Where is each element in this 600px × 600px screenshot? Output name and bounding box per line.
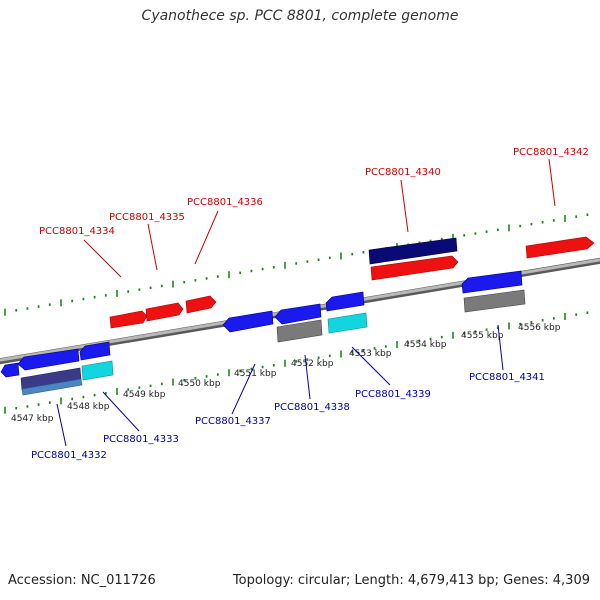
gene-arrow-pcc8801-4338[interactable] [274, 303, 322, 325]
scale-labels: 4547 kbp 4548 kbp 4549 kbp 4550 kbp 4551… [11, 323, 561, 424]
scale-label: 4547 kbp [11, 414, 54, 424]
scale-label: 4555 kbp [461, 331, 504, 341]
gene-arrow-pcc8801-4337[interactable] [222, 310, 274, 333]
scale-label: 4549 kbp [123, 390, 166, 400]
gene-arrow-pcc8801-4334[interactable] [109, 310, 148, 329]
leader-pcc8801-4337 [231, 363, 256, 415]
genome-summary-text: Topology: circular; Length: 4,679,413 bp… [232, 573, 590, 588]
map-title: Cyanothece sp. PCC 8801, complete genome [141, 8, 459, 24]
reverse-genes [0, 270, 526, 396]
gene-label-pcc8801-4341[interactable]: PCC8801_4341 [469, 372, 545, 383]
gene-box-pcc8801-4339-cyan[interactable] [327, 312, 368, 334]
gene-arrow-pcc8801-4336[interactable] [185, 295, 217, 314]
scale-label: 4552 kbp [291, 359, 334, 369]
gene-box-pcc8801-4333-cyan[interactable] [81, 360, 114, 381]
gene-label-pcc8801-4342[interactable]: PCC8801_4342 [513, 147, 589, 158]
scale-label: 4554 kbp [404, 340, 447, 350]
gene-arrow-pcc8801-4335[interactable] [145, 302, 184, 322]
reverse-tick-ruler [4, 311, 589, 414]
forward-genes [109, 236, 595, 329]
accession-text: Accession: NC_011726 [8, 573, 156, 588]
gene-arrow-pcc8801-4342[interactable] [525, 236, 595, 259]
leader-pcc8801-4338 [304, 354, 311, 400]
gene-label-pcc8801-4334[interactable]: PCC8801_4334 [39, 226, 115, 237]
gene-arrow-pcc8801-4340[interactable] [370, 255, 459, 281]
forward-gene-labels: PCC8801_4334 PCC8801_4335 PCC8801_4336 P… [39, 147, 589, 237]
leader-pcc8801-4332 [56, 403, 67, 447]
gene-label-pcc8801-4333[interactable]: PCC8801_4333 [103, 434, 179, 445]
gene-arrow-small-left[interactable] [0, 362, 20, 378]
gene-box-pcc8801-4341-gray[interactable] [463, 289, 526, 313]
gene-arrow-pcc8801-4341[interactable] [461, 270, 523, 294]
reverse-gene-labels: PCC8801_4332 PCC8801_4333 PCC8801_4337 P… [31, 372, 545, 461]
gene-label-pcc8801-4336[interactable]: PCC8801_4336 [187, 197, 263, 208]
scale-label: 4550 kbp [178, 379, 221, 389]
gene-box-pcc8801-4332-steel[interactable] [21, 378, 83, 396]
gene-arrow-pcc8801-4339[interactable] [325, 291, 365, 312]
scale-label: 4548 kbp [67, 402, 110, 412]
gene-label-pcc8801-4339[interactable]: PCC8801_4339 [355, 389, 431, 400]
leader-pcc8801-4333 [102, 391, 140, 432]
leader-pcc8801-4339 [351, 346, 391, 386]
scale-label: 4553 kbp [349, 349, 392, 359]
leader-pcc8801-4336 [194, 210, 219, 265]
leader-pcc8801-4335 [147, 223, 158, 271]
leader-pcc8801-4341 [497, 324, 504, 371]
leader-lines [56, 158, 556, 447]
gene-label-pcc8801-4337[interactable]: PCC8801_4337 [195, 416, 271, 427]
scale-label: 4556 kbp [518, 323, 561, 333]
leader-pcc8801-4342 [548, 158, 556, 207]
gene-label-pcc8801-4338[interactable]: PCC8801_4338 [274, 402, 350, 413]
leader-pcc8801-4340 [400, 179, 409, 233]
gene-arrow-pcc8801-4332[interactable] [17, 348, 80, 371]
leader-pcc8801-4334 [83, 239, 122, 278]
gene-box-pcc8801-4338-gray[interactable] [276, 319, 323, 343]
gene-label-pcc8801-4332[interactable]: PCC8801_4332 [31, 450, 107, 461]
gene-arrow-pcc8801-4333[interactable] [79, 341, 111, 361]
scale-label: 4551 kbp [234, 369, 277, 379]
gene-label-pcc8801-4335[interactable]: PCC8801_4335 [109, 212, 185, 223]
gene-box-pcc8801-4340-top[interactable] [368, 237, 458, 265]
gene-label-pcc8801-4340[interactable]: PCC8801_4340 [365, 167, 441, 178]
